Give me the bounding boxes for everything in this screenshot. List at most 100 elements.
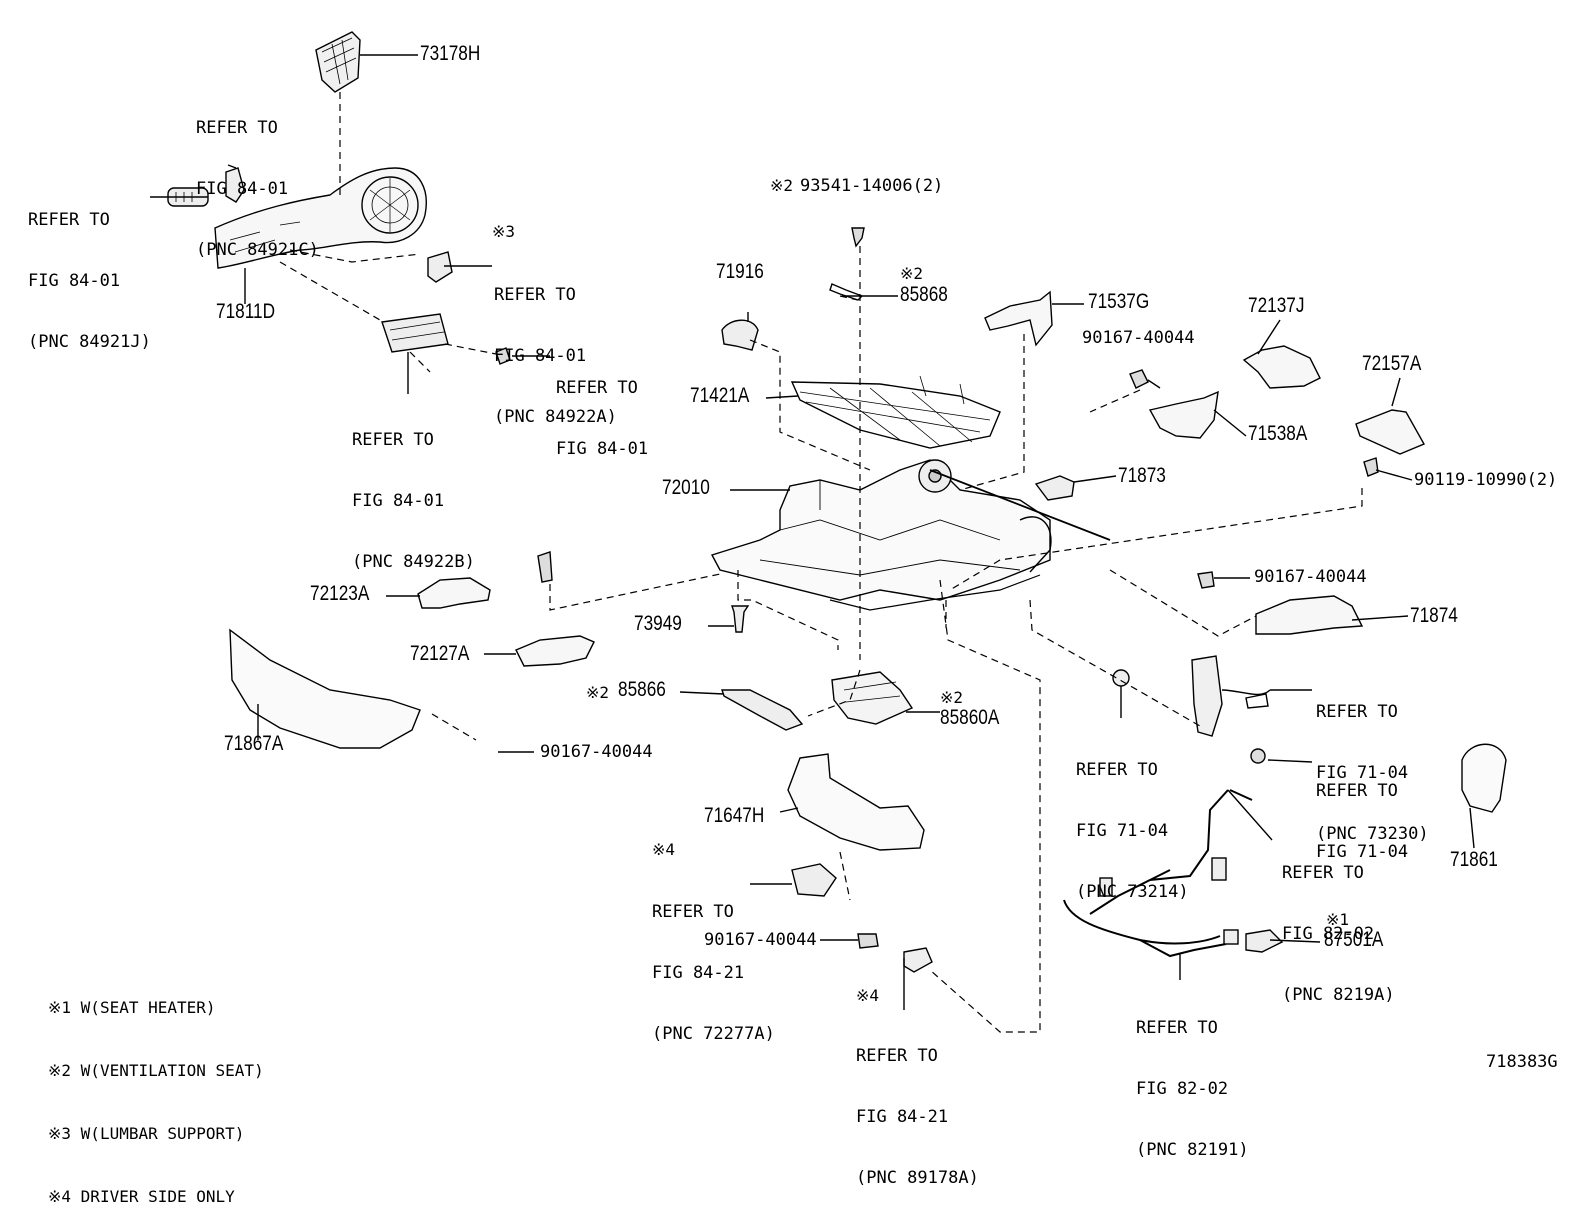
part-71873[interactable]: 71873 — [1118, 464, 1166, 487]
refer-line: REFER TO — [556, 378, 638, 398]
refer-line: REFER TO — [1076, 760, 1158, 780]
cover-72123A-shape — [417, 577, 491, 609]
refer-72277A[interactable]: REFER TO FIG 84-21 (PNC 72277A) — [652, 862, 775, 1065]
part-90167-40044-c[interactable]: 90167-40044 — [540, 742, 653, 762]
mark-85866: ※2 — [586, 683, 610, 702]
refer-73214[interactable]: REFER TO FIG 71-04 (PNC 73214) — [1076, 720, 1189, 923]
refer-line: REFER TO — [652, 902, 734, 922]
mark-89178A: ※4 — [856, 986, 880, 1005]
bracket-72157A-shape — [1355, 409, 1425, 455]
refer-82191[interactable]: REFER TO FIG 82-02 (PNC 82191) — [1136, 978, 1249, 1181]
part-85868[interactable]: 85868 — [900, 283, 948, 306]
refer-8219A[interactable]: REFER TO FIG 82-02 (PNC 8219A) — [1282, 823, 1395, 1026]
clip-71916-shape — [721, 319, 759, 351]
part-71647H[interactable]: 71647H — [704, 804, 765, 827]
lumbar-switch-84922A-shape — [427, 251, 453, 283]
mark-72277A: ※4 — [652, 840, 676, 859]
refer-line: (PNC 72277A) — [652, 1024, 775, 1044]
refer-line: REFER TO — [352, 430, 434, 450]
pad-73178H-shape — [315, 31, 361, 93]
refer-84922B[interactable]: REFER TO FIG 84-01 (PNC 84922B) — [352, 390, 475, 593]
refer-line: FIG 84-01 — [352, 491, 445, 511]
part-72123A[interactable]: 72123A — [310, 582, 370, 605]
refer-line: FIG 71-04 — [1316, 763, 1409, 783]
frame-72010-shape — [710, 459, 1051, 601]
refer-89178A[interactable]: REFER TO FIG 84-21 (PNC 89178A) — [856, 1006, 979, 1209]
refer-line: FIG 84-01 — [494, 346, 587, 366]
refer-84921J[interactable]: REFER TO FIG 84-01 (PNC 84921J) — [28, 170, 151, 373]
part-72137J[interactable]: 72137J — [1248, 294, 1305, 317]
cover-71867A-shape — [229, 628, 421, 749]
cover-72137J-shape — [1242, 345, 1321, 389]
refer-line: REFER TO — [856, 1046, 938, 1066]
parts-diagram-canvas — [150, 31, 1507, 1033]
cover-72127A-shape — [515, 635, 595, 667]
part-71421A[interactable]: 71421A — [690, 384, 750, 407]
part-72010[interactable]: 72010 — [662, 476, 710, 499]
refer-line: (PNC 8219A) — [1282, 985, 1395, 1005]
part-90119-10990[interactable]: 90119-10990(2) — [1414, 470, 1558, 490]
part-71874[interactable]: 71874 — [1410, 604, 1458, 627]
screw-a-shape — [495, 347, 511, 365]
refer-line: FIG 82-02 — [1282, 924, 1375, 944]
mark-85868: ※2 — [900, 264, 924, 283]
refer-line: FIG 84-01 — [28, 271, 121, 291]
bolt-left-shape — [537, 551, 553, 583]
refer-line: (PNC 82191) — [1136, 1140, 1249, 1160]
part-71916[interactable]: 71916 — [716, 260, 764, 283]
part-85866[interactable]: 85866 — [618, 678, 666, 701]
refer-line: FIG 84-01 — [556, 439, 649, 459]
mark-84922A: ※3 — [492, 222, 516, 241]
refer-71-04[interactable]: REFER TO FIG 71-04 — [1316, 741, 1408, 883]
bracket-71537G-shape — [984, 290, 1053, 347]
legend-item: ※2 W(VENTILATION SEAT) — [48, 1061, 264, 1080]
part-90167-40044-a[interactable]: 90167-40044 — [1082, 328, 1195, 348]
refer-84921C[interactable]: REFER TO FIG 84-01 (PNC 84921C) — [196, 78, 319, 281]
module-87501A-shape — [1245, 929, 1284, 953]
refer-84-01[interactable]: REFER TO FIG 84-01 — [556, 338, 648, 480]
refer-73230[interactable]: REFER TO FIG 71-04 (PNC 73230) — [1316, 662, 1429, 865]
part-93541-14006[interactable]: 93541-14006(2) — [800, 176, 944, 196]
refer-line: FIG 84-01 — [196, 179, 289, 199]
mark-93541: ※2 — [770, 176, 794, 195]
part-85860A[interactable]: 85860A — [940, 706, 1000, 729]
refer-line: REFER TO — [1282, 863, 1364, 883]
part-90167-40044-d[interactable]: 90167-40044 — [704, 930, 817, 950]
refer-84922A[interactable]: REFER TO FIG 84-01 (PNC 84922A) — [494, 245, 617, 448]
mark-87501A: ※1 — [1326, 910, 1350, 929]
bolt-90119-shape — [1363, 457, 1379, 477]
buckle-shape — [1191, 655, 1223, 737]
refer-line: (PNC 84922B) — [352, 552, 475, 572]
pin-73949-shape — [731, 605, 750, 633]
legend-item: ※3 W(LUMBAR SUPPORT) — [48, 1124, 245, 1143]
part-71811D[interactable]: 71811D — [216, 300, 276, 323]
refer-line: (PNC 84921C) — [196, 240, 319, 260]
pad-85866-shape — [721, 689, 804, 731]
refer-line: (PNC 73214) — [1076, 882, 1189, 902]
part-73949[interactable]: 73949 — [634, 612, 682, 635]
refer-line: (PNC 84922A) — [494, 407, 617, 427]
bolt-90167-b-shape — [1197, 571, 1215, 589]
side-shield-71811D-shape — [214, 167, 427, 269]
refer-line: REFER TO — [1316, 781, 1398, 801]
part-72157A[interactable]: 72157A — [1362, 352, 1422, 375]
cover-71861-shape — [1461, 743, 1507, 813]
clip-72277A-shape — [791, 863, 837, 897]
nut-71-04-shape — [1250, 748, 1266, 764]
part-73178H[interactable]: 73178H — [420, 42, 481, 65]
legend-item: ※4 DRIVER SIDE ONLY — [48, 1187, 235, 1206]
part-71867A[interactable]: 71867A — [224, 732, 284, 755]
part-71538A[interactable]: 71538A — [1248, 422, 1308, 445]
bolt-90167-a-shape — [1129, 369, 1149, 389]
part-71861[interactable]: 71861 — [1450, 848, 1498, 871]
part-72127A[interactable]: 72127A — [410, 642, 470, 665]
refer-line: FIG 82-02 — [1136, 1079, 1229, 1099]
part-87501A[interactable]: 87501A — [1324, 928, 1384, 951]
part-90167-40044-b[interactable]: 90167-40044 — [1254, 567, 1367, 587]
refer-line: FIG 84-21 — [856, 1107, 949, 1127]
harness-shape — [1063, 789, 1253, 958]
refer-line: REFER TO — [494, 285, 576, 305]
bracket-71538A-shape — [1148, 390, 1219, 439]
duct-71647H-shape — [787, 753, 925, 851]
part-71537G[interactable]: 71537G — [1088, 290, 1150, 313]
